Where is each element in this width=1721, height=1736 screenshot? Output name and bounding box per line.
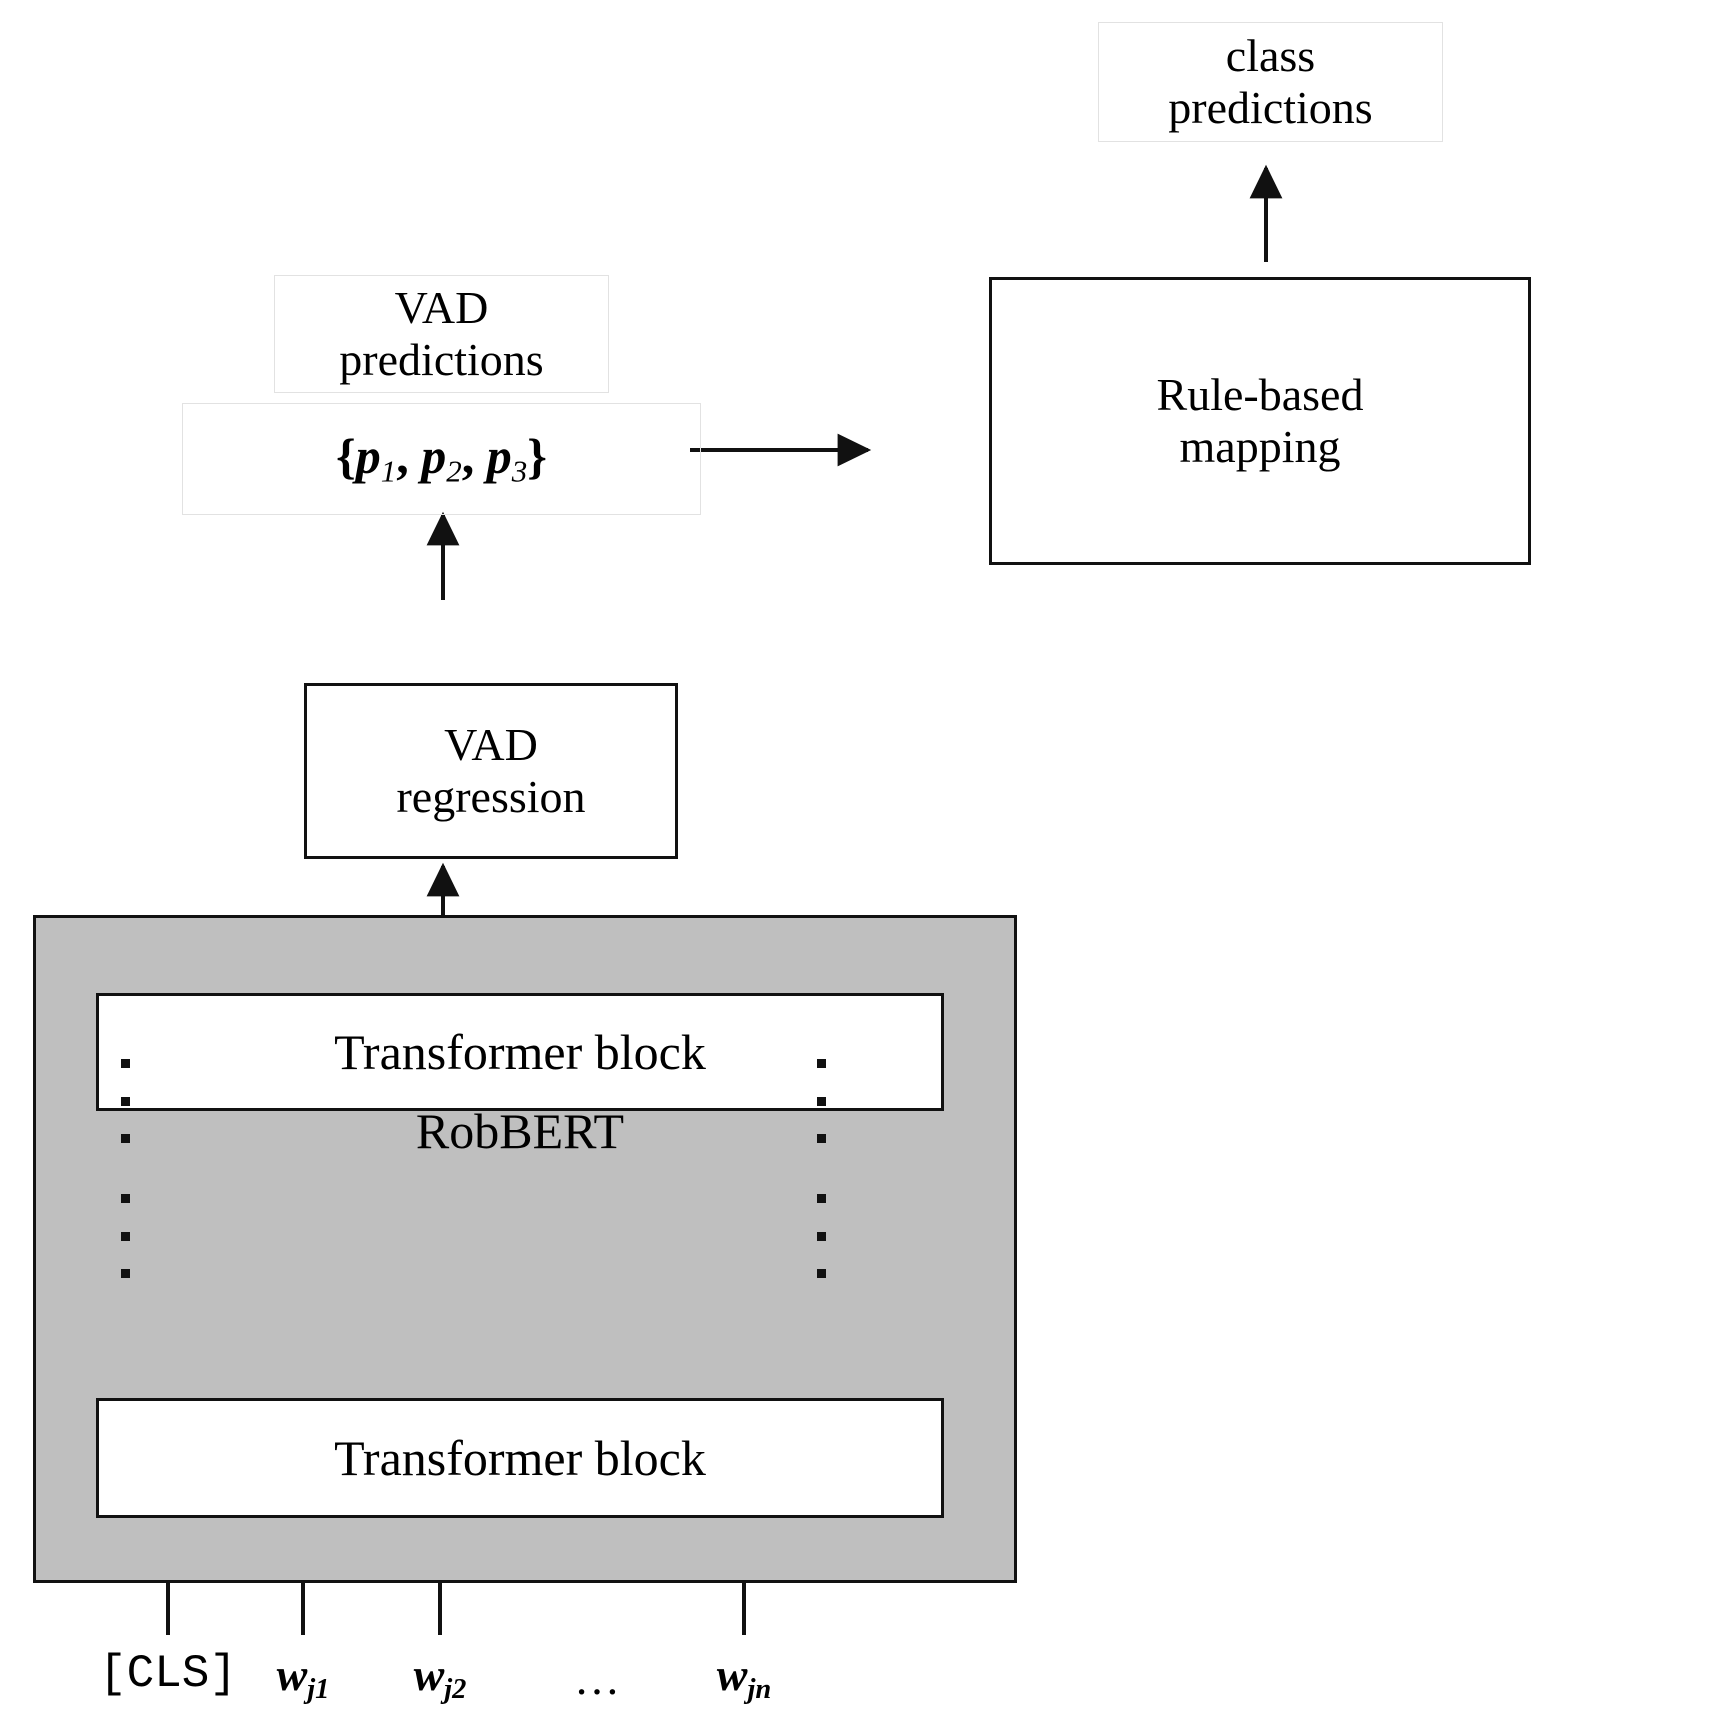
vertical-ellipsis-top-right <box>815 1059 827 1143</box>
vad-p2: p <box>421 428 447 485</box>
vad-predictions-line1: VAD <box>394 282 489 334</box>
input-token-wjn-base: w <box>716 1649 748 1700</box>
vad-predictions-line2: predictions <box>339 334 544 385</box>
input-token-wjn-sub: jn <box>747 1673 772 1705</box>
vad-close-brace: } <box>527 428 547 485</box>
vertical-ellipsis-bottom-right <box>815 1194 827 1278</box>
vad-p3: p <box>486 428 512 485</box>
class-predictions-line1: class <box>1225 30 1316 82</box>
vad-sep-1: , <box>396 428 422 485</box>
transformer-block-bottom-label: Transformer block <box>334 1430 706 1486</box>
transformer-block-top-label: Transformer block <box>334 1024 706 1080</box>
vad-regression-line2: regression <box>396 771 586 822</box>
input-token-wjn: wjn <box>654 1648 834 1706</box>
input-token-wj1-sub: j1 <box>307 1673 330 1705</box>
transformer-block-bottom[interactable]: Transformer block <box>96 1398 944 1518</box>
vertical-ellipsis-top-left <box>119 1059 131 1143</box>
rule-based-mapping-box[interactable]: Rule-based mapping <box>989 277 1531 565</box>
rule-based-mapping-line1: Rule-based <box>1156 369 1364 421</box>
vad-predictions-value: {p1, p2, p3} <box>182 403 701 515</box>
vad-p3-sub: 3 <box>511 453 528 489</box>
input-token-wj1-base: w <box>276 1649 308 1700</box>
input-token-wj2: wj2 <box>350 1648 530 1706</box>
vad-p2-sub: 2 <box>446 453 462 489</box>
vad-sep-2: , <box>461 428 487 485</box>
vad-regression-line1: VAD <box>444 719 538 771</box>
input-token-wj2-base: w <box>413 1649 445 1700</box>
vad-p1: p <box>355 428 381 485</box>
vad-p1-sub: 1 <box>380 453 397 489</box>
vad-regression-box[interactable]: VAD regression <box>304 683 678 859</box>
transformer-block-top[interactable]: Transformer block <box>96 993 944 1111</box>
input-token-ellipsis: … <box>574 1653 626 1704</box>
input-token-wj1: wj1 <box>213 1648 393 1706</box>
input-token-cls: [CLS] <box>98 1648 238 1700</box>
class-predictions-label: class predictions <box>1098 22 1443 142</box>
vad-open-brace: { <box>336 428 356 485</box>
vertical-ellipsis-bottom-left <box>119 1194 131 1278</box>
vad-predictions-label: VAD predictions <box>274 275 609 393</box>
rule-based-mapping-line2: mapping <box>1179 421 1341 472</box>
robbert-label: RobBERT <box>415 1103 625 1159</box>
input-token-wj2-sub: j2 <box>444 1673 467 1705</box>
class-predictions-line2: predictions <box>1168 82 1373 133</box>
